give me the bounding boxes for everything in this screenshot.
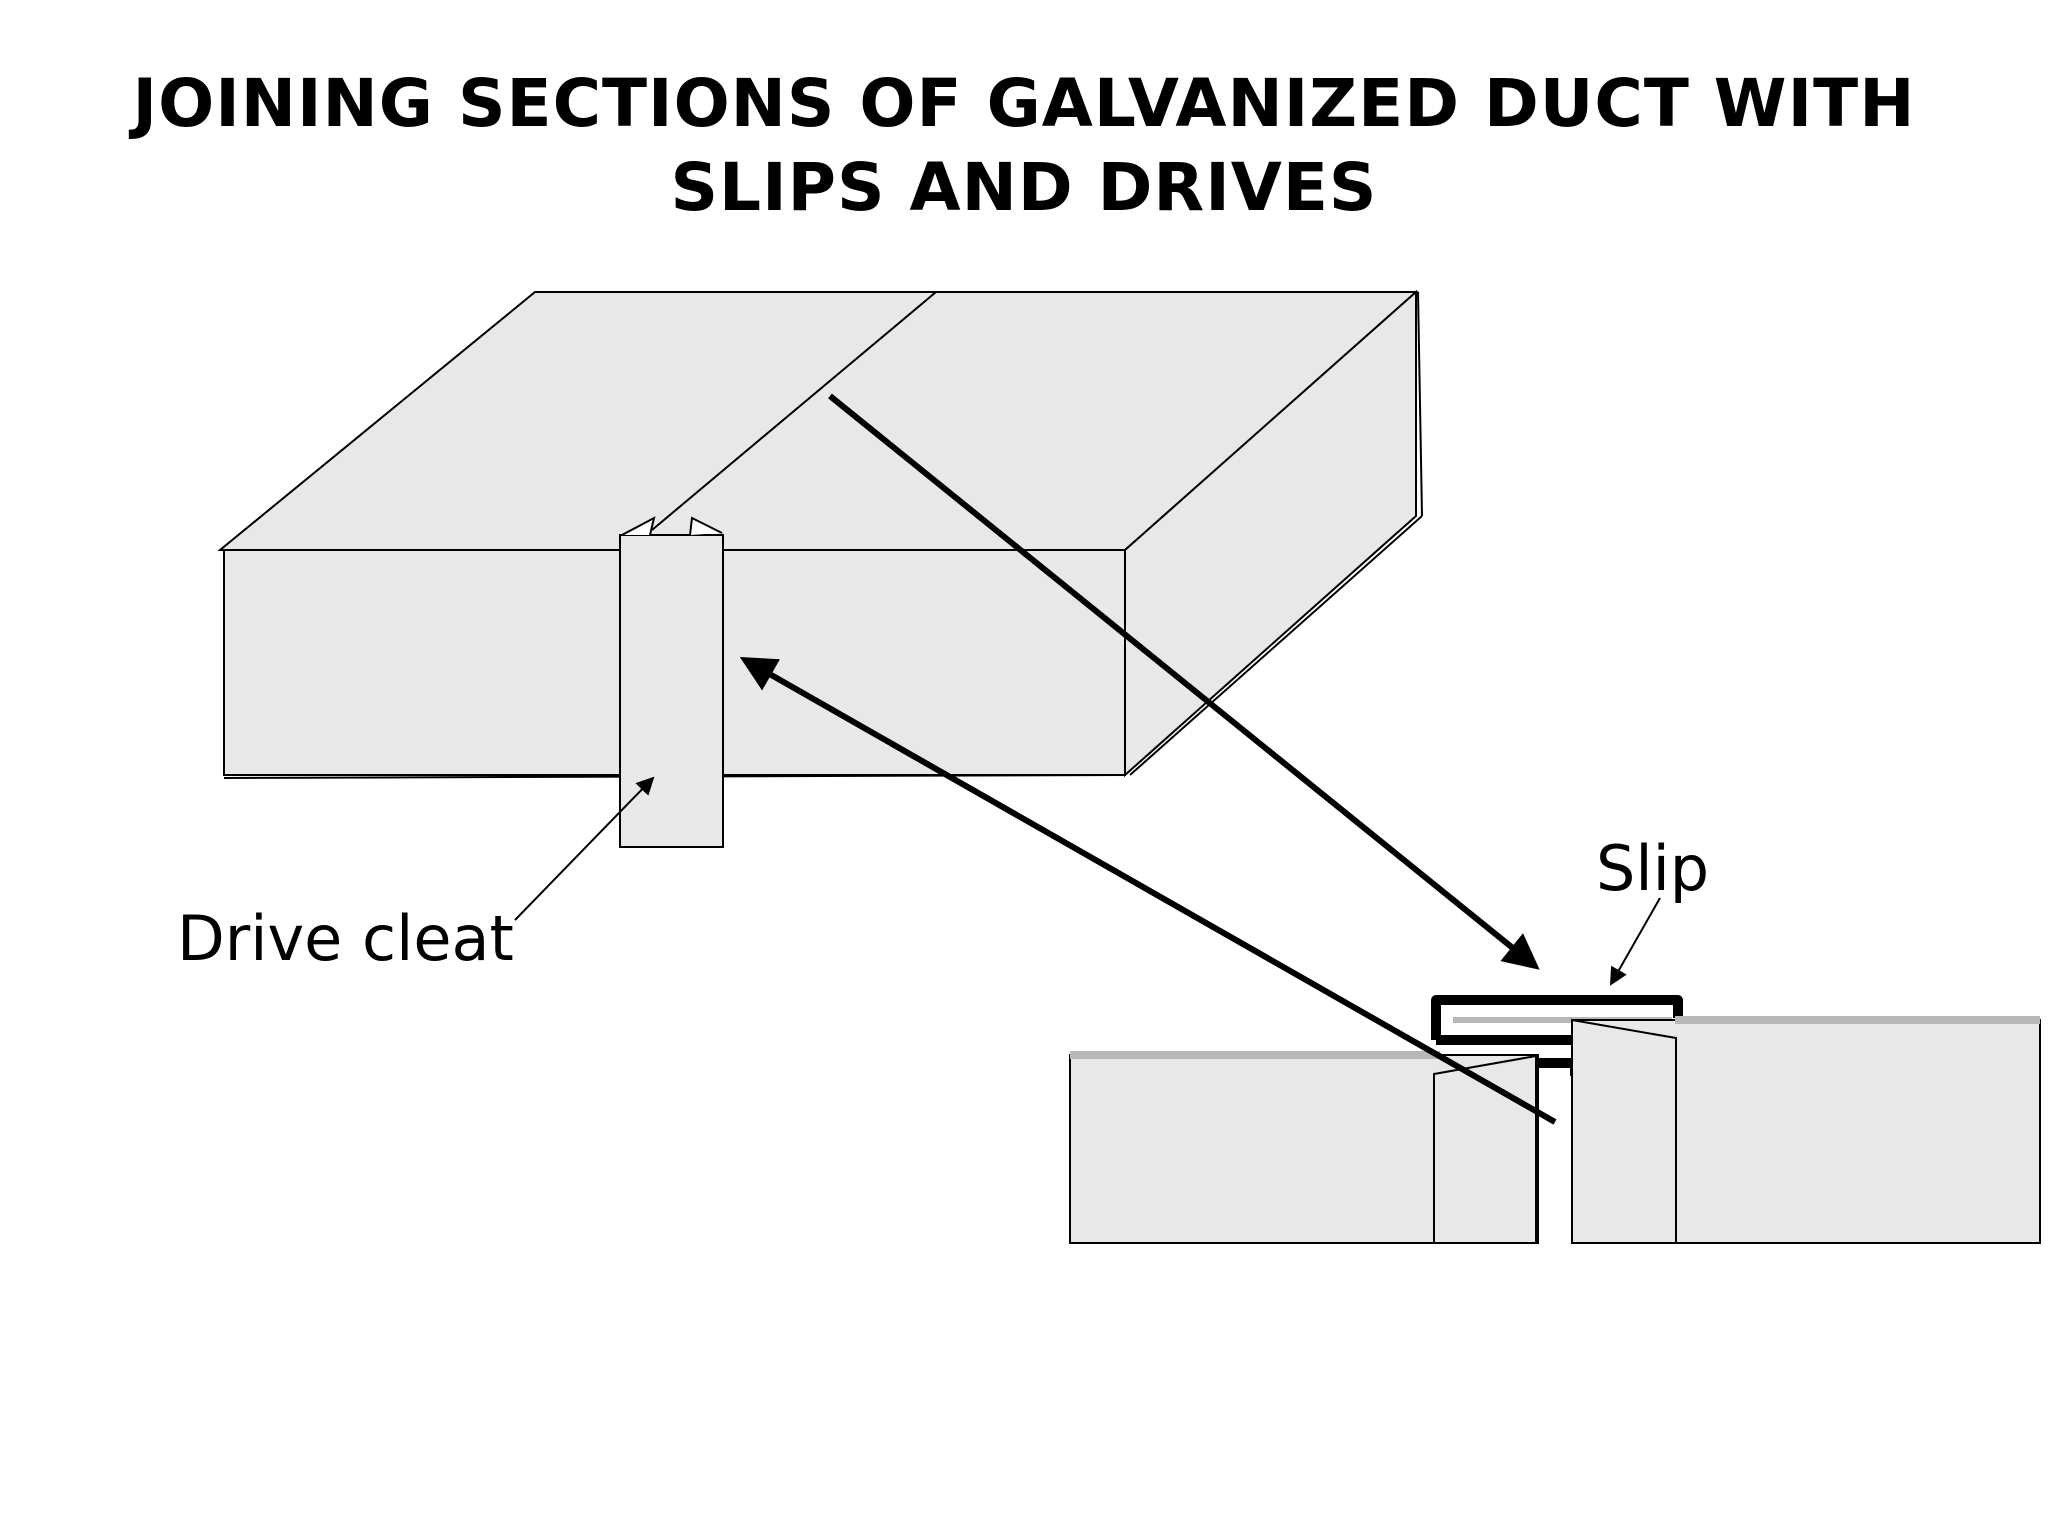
title-line-1: JOINING SECTIONS OF GALVANIZED DUCT WITH <box>132 65 1916 142</box>
duct-3d-view <box>217 289 1423 848</box>
diagram-title: JOINING SECTIONS OF GALVANIZED DUCT WITH… <box>0 62 2048 230</box>
duct-back-edge <box>1417 291 1423 517</box>
drive-cleat-label: Drive cleat <box>177 902 514 975</box>
arrow-to-slip <box>828 393 1540 970</box>
joint-section-view <box>1069 995 2041 1244</box>
drive-cleat-pointer <box>514 776 655 921</box>
right-drive-flange <box>1571 1018 1677 1244</box>
slip-pointer <box>1610 897 1661 986</box>
cleat-tab-right <box>689 516 723 536</box>
left-drive-flange <box>1433 1054 1537 1244</box>
title-line-2: SLIPS AND DRIVES <box>670 149 1378 226</box>
arrow-to-drive-cleat <box>739 657 1557 1125</box>
cleat-tab-left <box>621 516 656 536</box>
drive-cleat-strip <box>619 534 724 848</box>
slip-label: Slip <box>1596 832 1709 905</box>
duct-side-lower-edge <box>1129 515 1423 776</box>
duct-top-seam <box>651 291 937 531</box>
